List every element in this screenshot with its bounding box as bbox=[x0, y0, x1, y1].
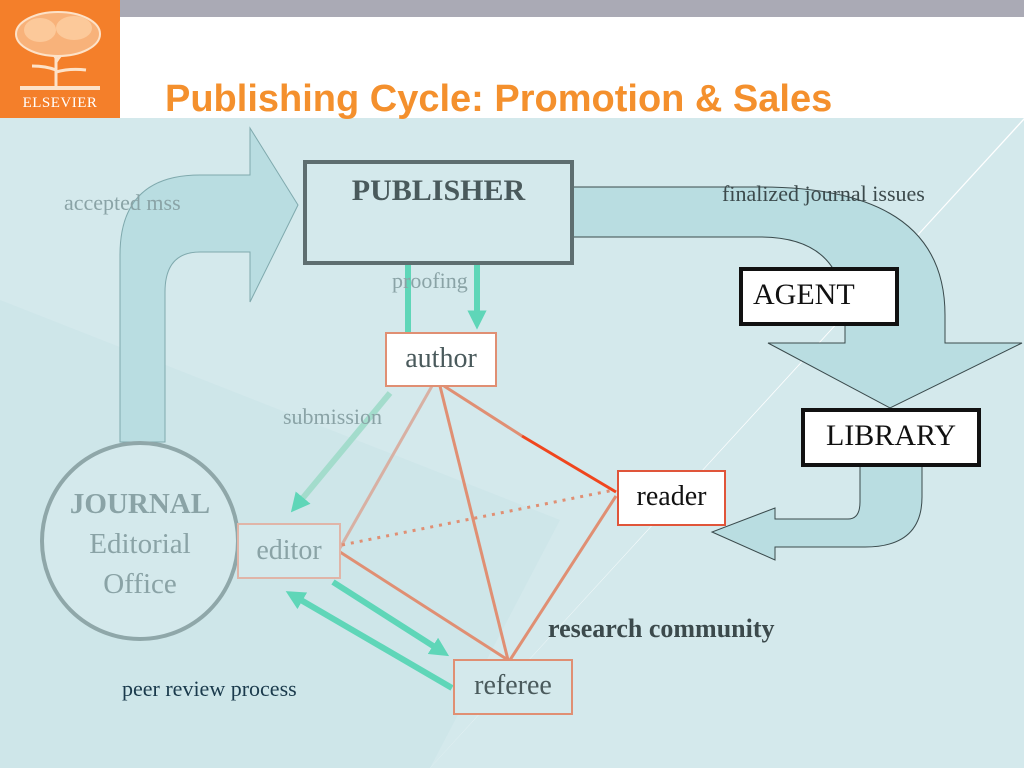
slide-title: Publishing Cycle: Promotion & Sales bbox=[165, 78, 833, 120]
logo-text: ELSEVIER bbox=[22, 95, 98, 111]
referee-box: referee bbox=[453, 659, 573, 715]
journal-line1: JOURNAL bbox=[69, 488, 211, 520]
author-referee-line bbox=[438, 385, 510, 661]
editor-reader-dotted-line bbox=[341, 488, 615, 547]
tree-icon bbox=[15, 11, 101, 90]
publisher-box: PUBLISHER bbox=[303, 160, 574, 265]
author-reader-line-a bbox=[443, 384, 523, 438]
referee-reader-line bbox=[508, 495, 618, 661]
journal-line3: Office bbox=[103, 568, 177, 600]
publisher-label: PUBLISHER bbox=[351, 174, 526, 207]
editor-referee-line bbox=[339, 550, 509, 662]
agent-box: AGENT bbox=[739, 267, 899, 326]
finalized-issues-arrow bbox=[572, 186, 1023, 409]
submission-label: submission bbox=[283, 404, 383, 429]
editor-to-referee-arrow bbox=[331, 579, 450, 657]
peer-review-label: peer review process bbox=[122, 676, 297, 701]
proofing-label: proofing bbox=[392, 268, 468, 293]
research-community-label: research community bbox=[548, 614, 775, 643]
author-editor-line bbox=[338, 385, 434, 549]
accepted-mss-label: accepted mss bbox=[64, 190, 181, 215]
library-box: LIBRARY bbox=[801, 408, 981, 467]
top-bar bbox=[120, 0, 1024, 17]
author-label: author bbox=[405, 343, 477, 374]
submission-arrow bbox=[290, 391, 393, 513]
accepted-mss-arrow bbox=[119, 126, 299, 443]
editor-box: editor bbox=[237, 523, 341, 579]
reader-box: reader bbox=[617, 470, 726, 526]
referee-label: referee bbox=[474, 670, 552, 701]
library-to-reader-arrow bbox=[710, 465, 923, 561]
author-box: author bbox=[385, 332, 497, 387]
journal-office-label: JOURNAL Editorial Office bbox=[42, 484, 238, 604]
referee-to-editor-arrow bbox=[285, 591, 454, 691]
library-label: LIBRARY bbox=[825, 419, 957, 452]
finalized-issues-label: finalized journal issues bbox=[722, 181, 925, 206]
reader-label: reader bbox=[636, 481, 707, 512]
journal-line2: Editorial bbox=[89, 528, 191, 560]
editor-label: editor bbox=[256, 535, 322, 566]
agent-label: AGENT bbox=[753, 278, 855, 311]
author-reader-line-b bbox=[521, 434, 617, 494]
elsevier-logo: ELSEVIER bbox=[0, 0, 120, 118]
